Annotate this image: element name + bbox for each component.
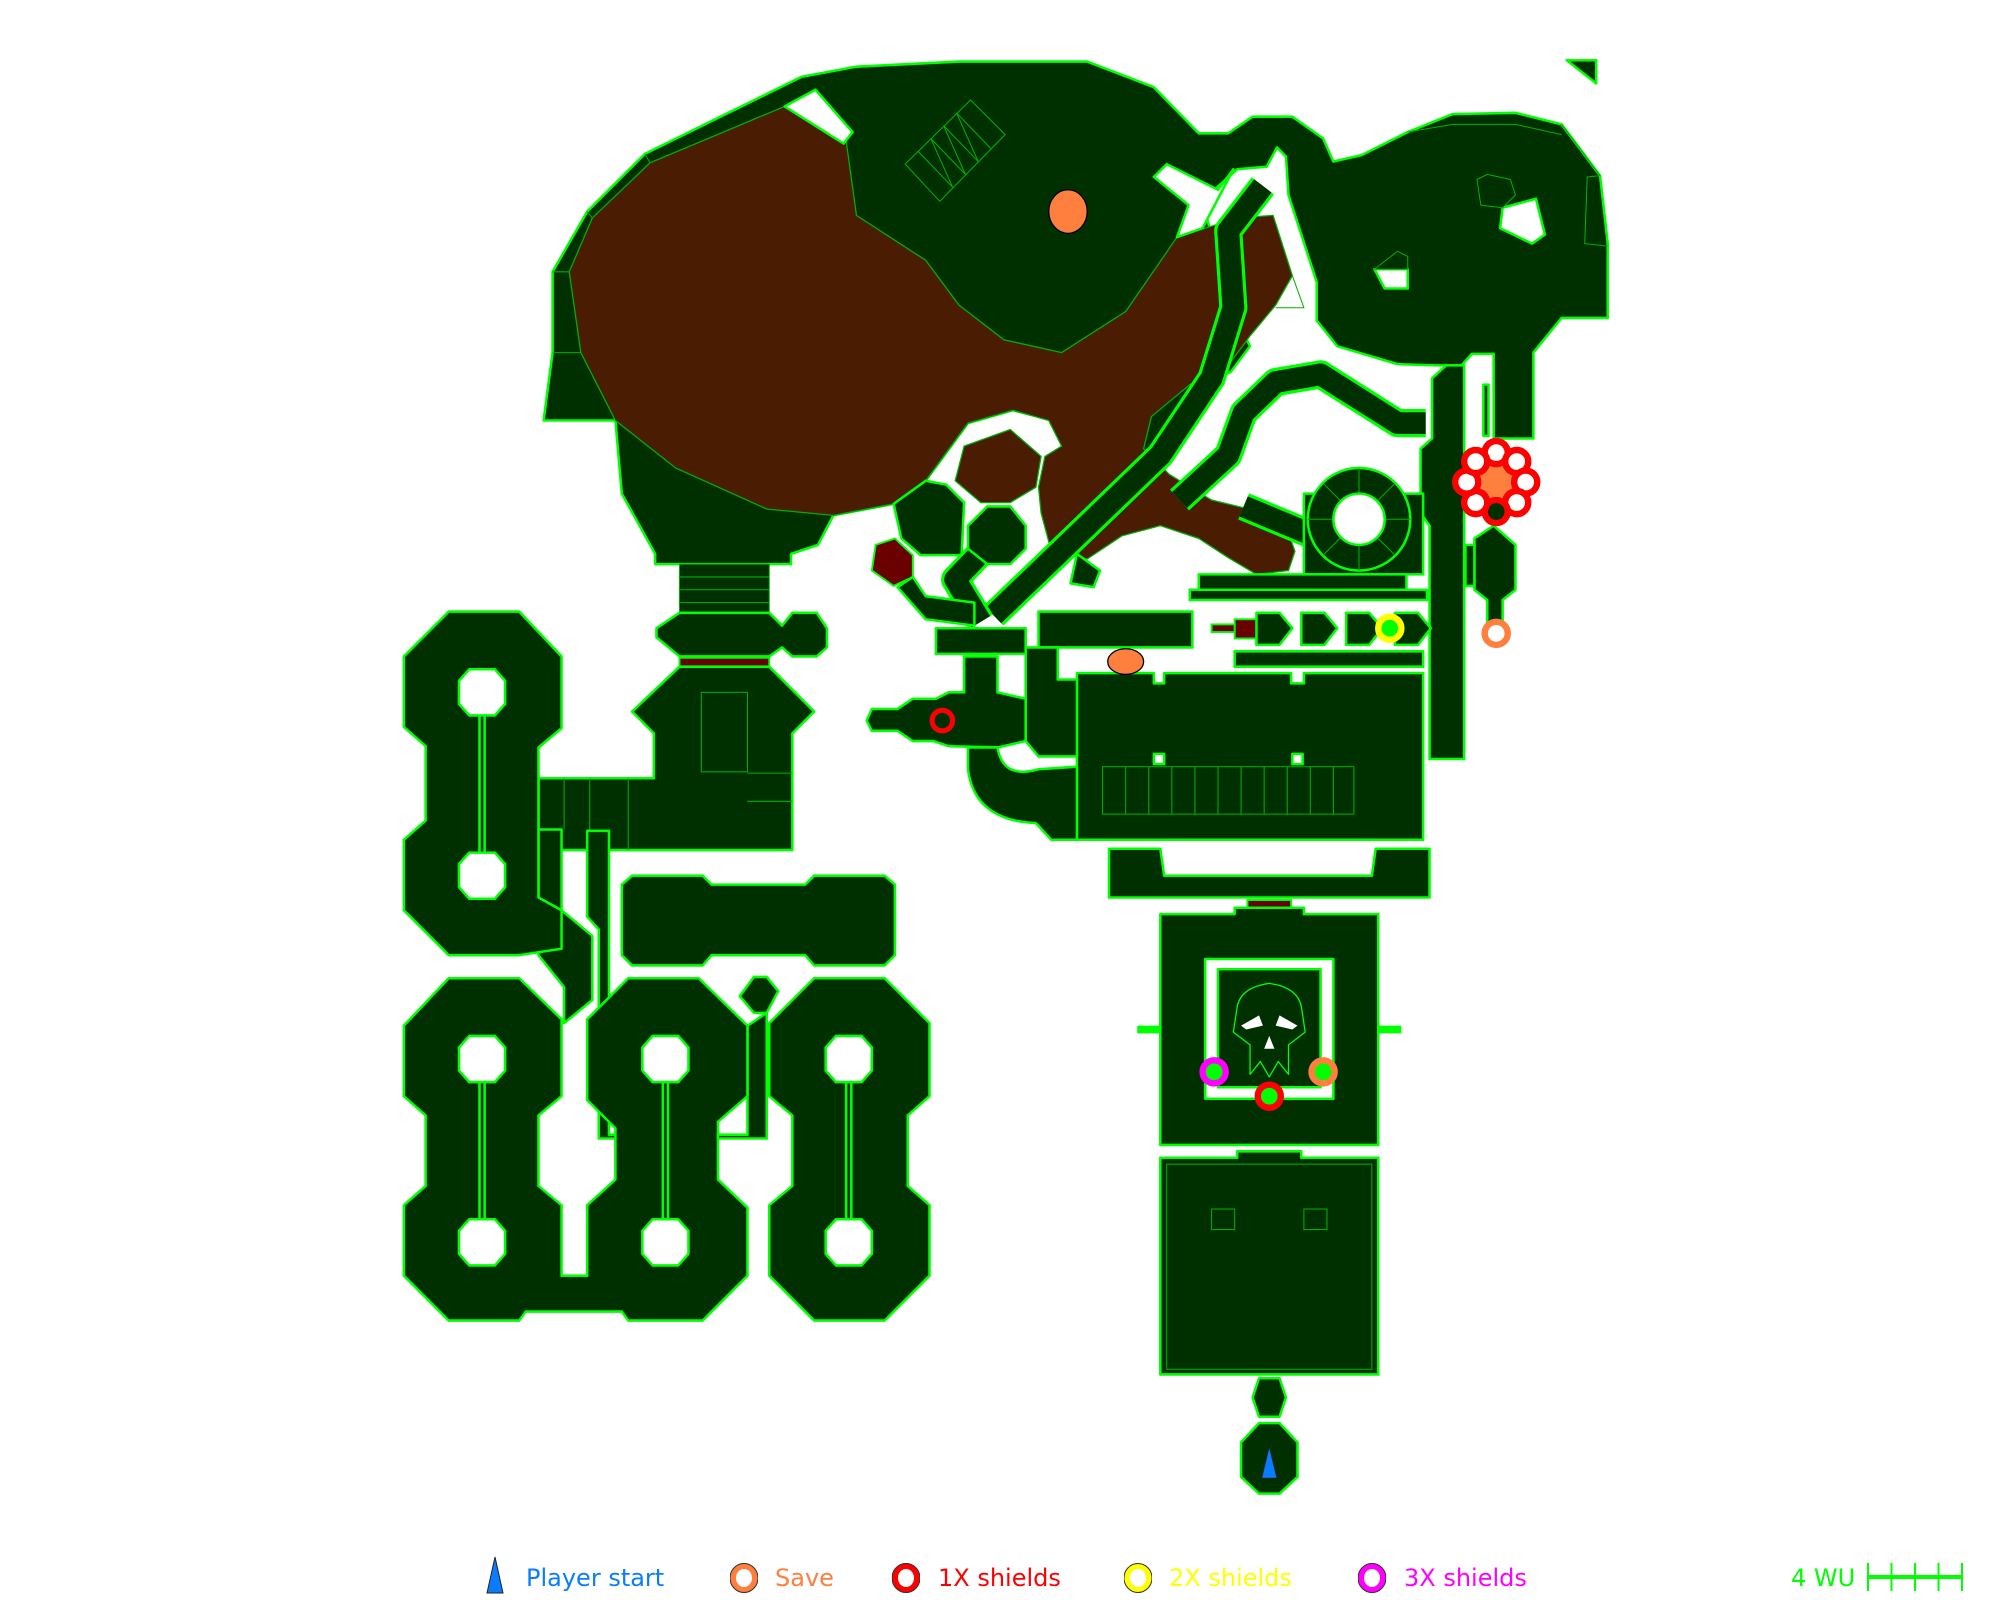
shield-1x-ring-icon [892, 1563, 920, 1593]
hazard-hex [870, 537, 914, 588]
shield-1x-marker [1254, 1081, 1285, 1111]
shield-1x-marker [929, 707, 956, 734]
triangle-marker [1565, 58, 1598, 85]
east-corridor [1419, 364, 1466, 761]
player-start-marker [1260, 1446, 1278, 1479]
shield-2x-marker [1375, 613, 1405, 643]
save-point-cluster [1048, 189, 1145, 676]
scale-bar [1867, 1563, 1963, 1591]
save-marker [1308, 1057, 1338, 1087]
skull-icon [1232, 982, 1306, 1078]
legend-3x-shields: 3X shields [1404, 1564, 1527, 1592]
scale-label: 4 WU [1791, 1564, 1856, 1592]
player-start-triangle-icon [486, 1556, 504, 1594]
save-marker [1481, 618, 1511, 649]
legend: Player start Save 1X shields 2X shields … [0, 1555, 2000, 1600]
save-ring-icon [730, 1563, 758, 1593]
legend-save: Save [775, 1564, 834, 1592]
main-hall [1075, 671, 1425, 842]
legend-player-start: Player start [526, 1564, 665, 1592]
shield-3x-marker [1199, 1057, 1229, 1087]
legend-1x-shields: 1X shields [938, 1564, 1061, 1592]
shield-2x-ring-icon [1124, 1563, 1152, 1593]
legend-2x-shields: 2X shields [1169, 1564, 1292, 1592]
shield-3x-ring-icon [1358, 1563, 1386, 1593]
shield-1x-cluster [1451, 437, 1541, 527]
